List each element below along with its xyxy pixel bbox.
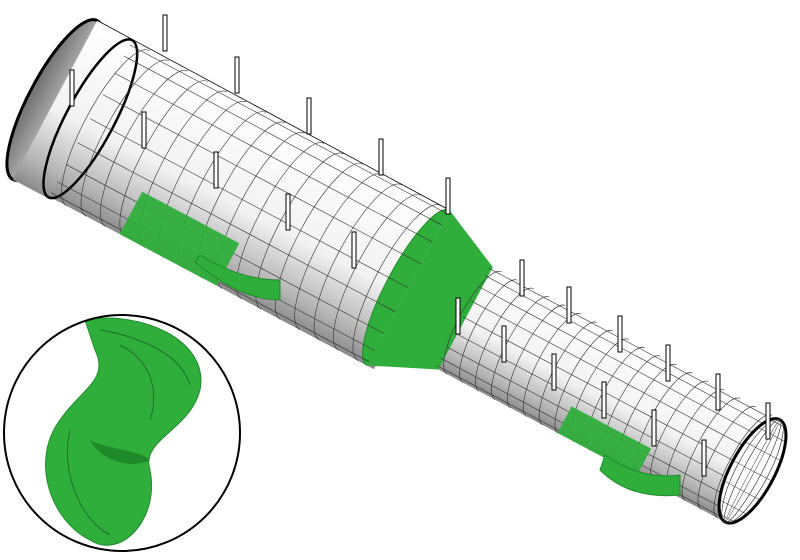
post-marker (69, 69, 75, 107)
twisted-pipe (45, 317, 202, 546)
support-left (194, 254, 281, 301)
pipe-collar (12, 20, 133, 199)
post-marker (551, 353, 557, 391)
post-marker (566, 286, 572, 324)
support-right (599, 454, 681, 497)
green-patch-right (557, 406, 652, 476)
post-marker (378, 138, 384, 176)
post-marker (715, 373, 721, 411)
post-marker (601, 381, 607, 419)
post-marker (519, 259, 525, 297)
post-marker (665, 344, 671, 382)
post-marker (701, 439, 707, 477)
post-marker (213, 151, 219, 189)
post-marker (285, 193, 291, 231)
pipe-body (5, 18, 788, 525)
post-marker (445, 177, 451, 215)
post-marker (501, 325, 507, 363)
post-marker (306, 97, 312, 135)
post-marker (765, 402, 771, 440)
inset-frame (3, 314, 241, 552)
post-marker (351, 231, 357, 269)
post-marker (617, 315, 623, 353)
post-marker (455, 297, 461, 335)
post-marker (651, 409, 657, 447)
post-markers (69, 14, 771, 477)
post-marker (162, 14, 168, 52)
post-marker (141, 111, 147, 149)
post-marker (234, 56, 240, 94)
green-reducer-cone (366, 210, 493, 370)
inset-detail (3, 314, 241, 552)
